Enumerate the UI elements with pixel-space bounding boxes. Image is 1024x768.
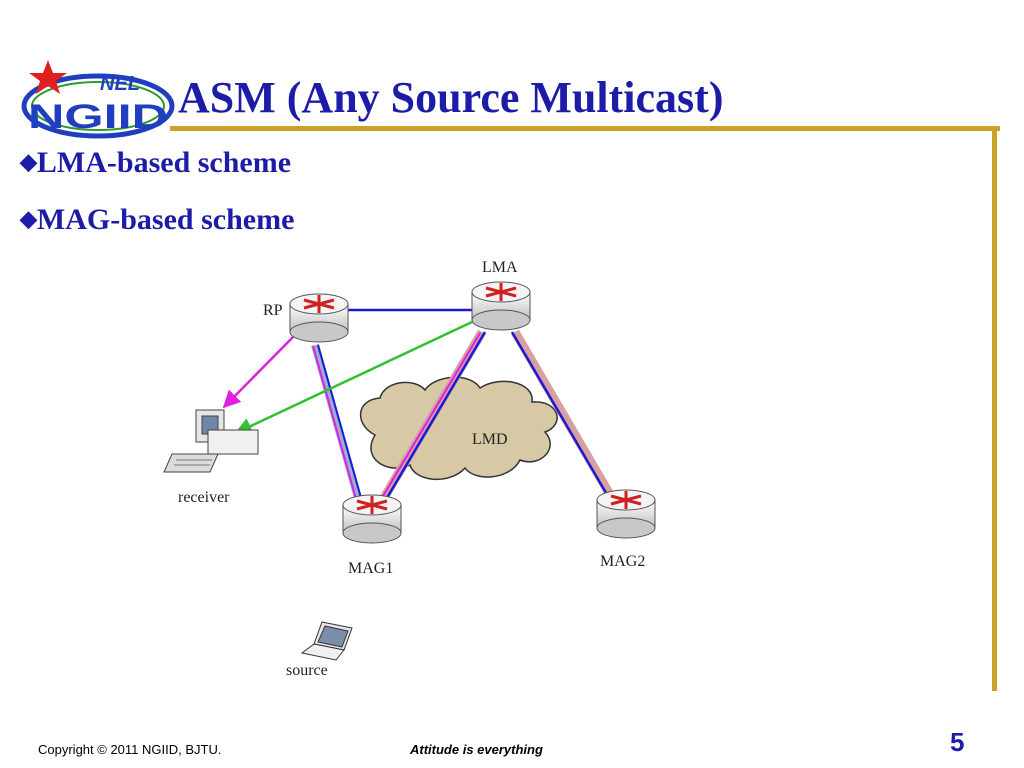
arrow-rp-receiver <box>222 334 296 409</box>
router-icon <box>471 281 531 331</box>
bullet-text: MAG-based scheme <box>36 203 295 236</box>
motto-text: Attitude is everything <box>410 742 543 757</box>
bullet-text: LMA-based scheme <box>36 146 292 179</box>
logo-ring <box>21 73 175 139</box>
receiver-label: receiver <box>178 489 230 506</box>
lma-label: LMA <box>482 259 518 276</box>
router-icon <box>342 494 402 544</box>
mag1-label: MAG1 <box>348 560 393 577</box>
page-number: 5 <box>950 727 965 757</box>
ngiid-logo: NEL NGIID <box>21 60 175 139</box>
link-rp-mag1-magenta <box>312 345 359 507</box>
logo-ring-inner <box>31 81 165 131</box>
copyright-text: Copyright © 2011 NGIID, BJTU. <box>38 742 222 757</box>
title-divider <box>170 126 1000 131</box>
router-icon <box>596 489 656 539</box>
link-rp-mag1 <box>317 344 364 506</box>
slide-title: ASM (Any Source Multicast) <box>178 73 724 122</box>
tunnel-rp-mag1-shade <box>311 343 364 507</box>
tunnel-lma-mag2-shade <box>511 329 616 501</box>
desktop-computer-icon <box>163 409 259 473</box>
laptop-icon <box>300 621 353 661</box>
rp-label: RP <box>263 302 283 319</box>
right-border <box>992 126 997 691</box>
bullet-item: ◆MAG-based scheme <box>20 203 294 237</box>
diamond-bullet-icon: ◆ <box>20 206 37 231</box>
star-icon <box>29 60 67 94</box>
router-icon <box>289 293 349 343</box>
network-diagram: LMD RP LMA MAG1 MAG2 <box>163 259 656 679</box>
tunnel-lma-mag1-shade <box>374 329 486 511</box>
link-lma-mag2 <box>510 331 611 499</box>
mag2-label: MAG2 <box>600 553 645 570</box>
cloud-icon: LMD <box>359 376 558 481</box>
link-lma-mag1-magenta <box>375 332 481 509</box>
arrow-lma-receiver <box>234 320 473 435</box>
bullet-item: ◆LMA-based scheme <box>20 146 291 180</box>
lmd-label: LMD <box>472 431 508 448</box>
source-label: source <box>286 662 328 679</box>
diamond-bullet-icon: ◆ <box>20 149 37 174</box>
logo-main-text: NGIID <box>28 98 168 136</box>
logo-top-text: NEL <box>100 73 140 95</box>
link-lma-mag1 <box>379 331 487 509</box>
